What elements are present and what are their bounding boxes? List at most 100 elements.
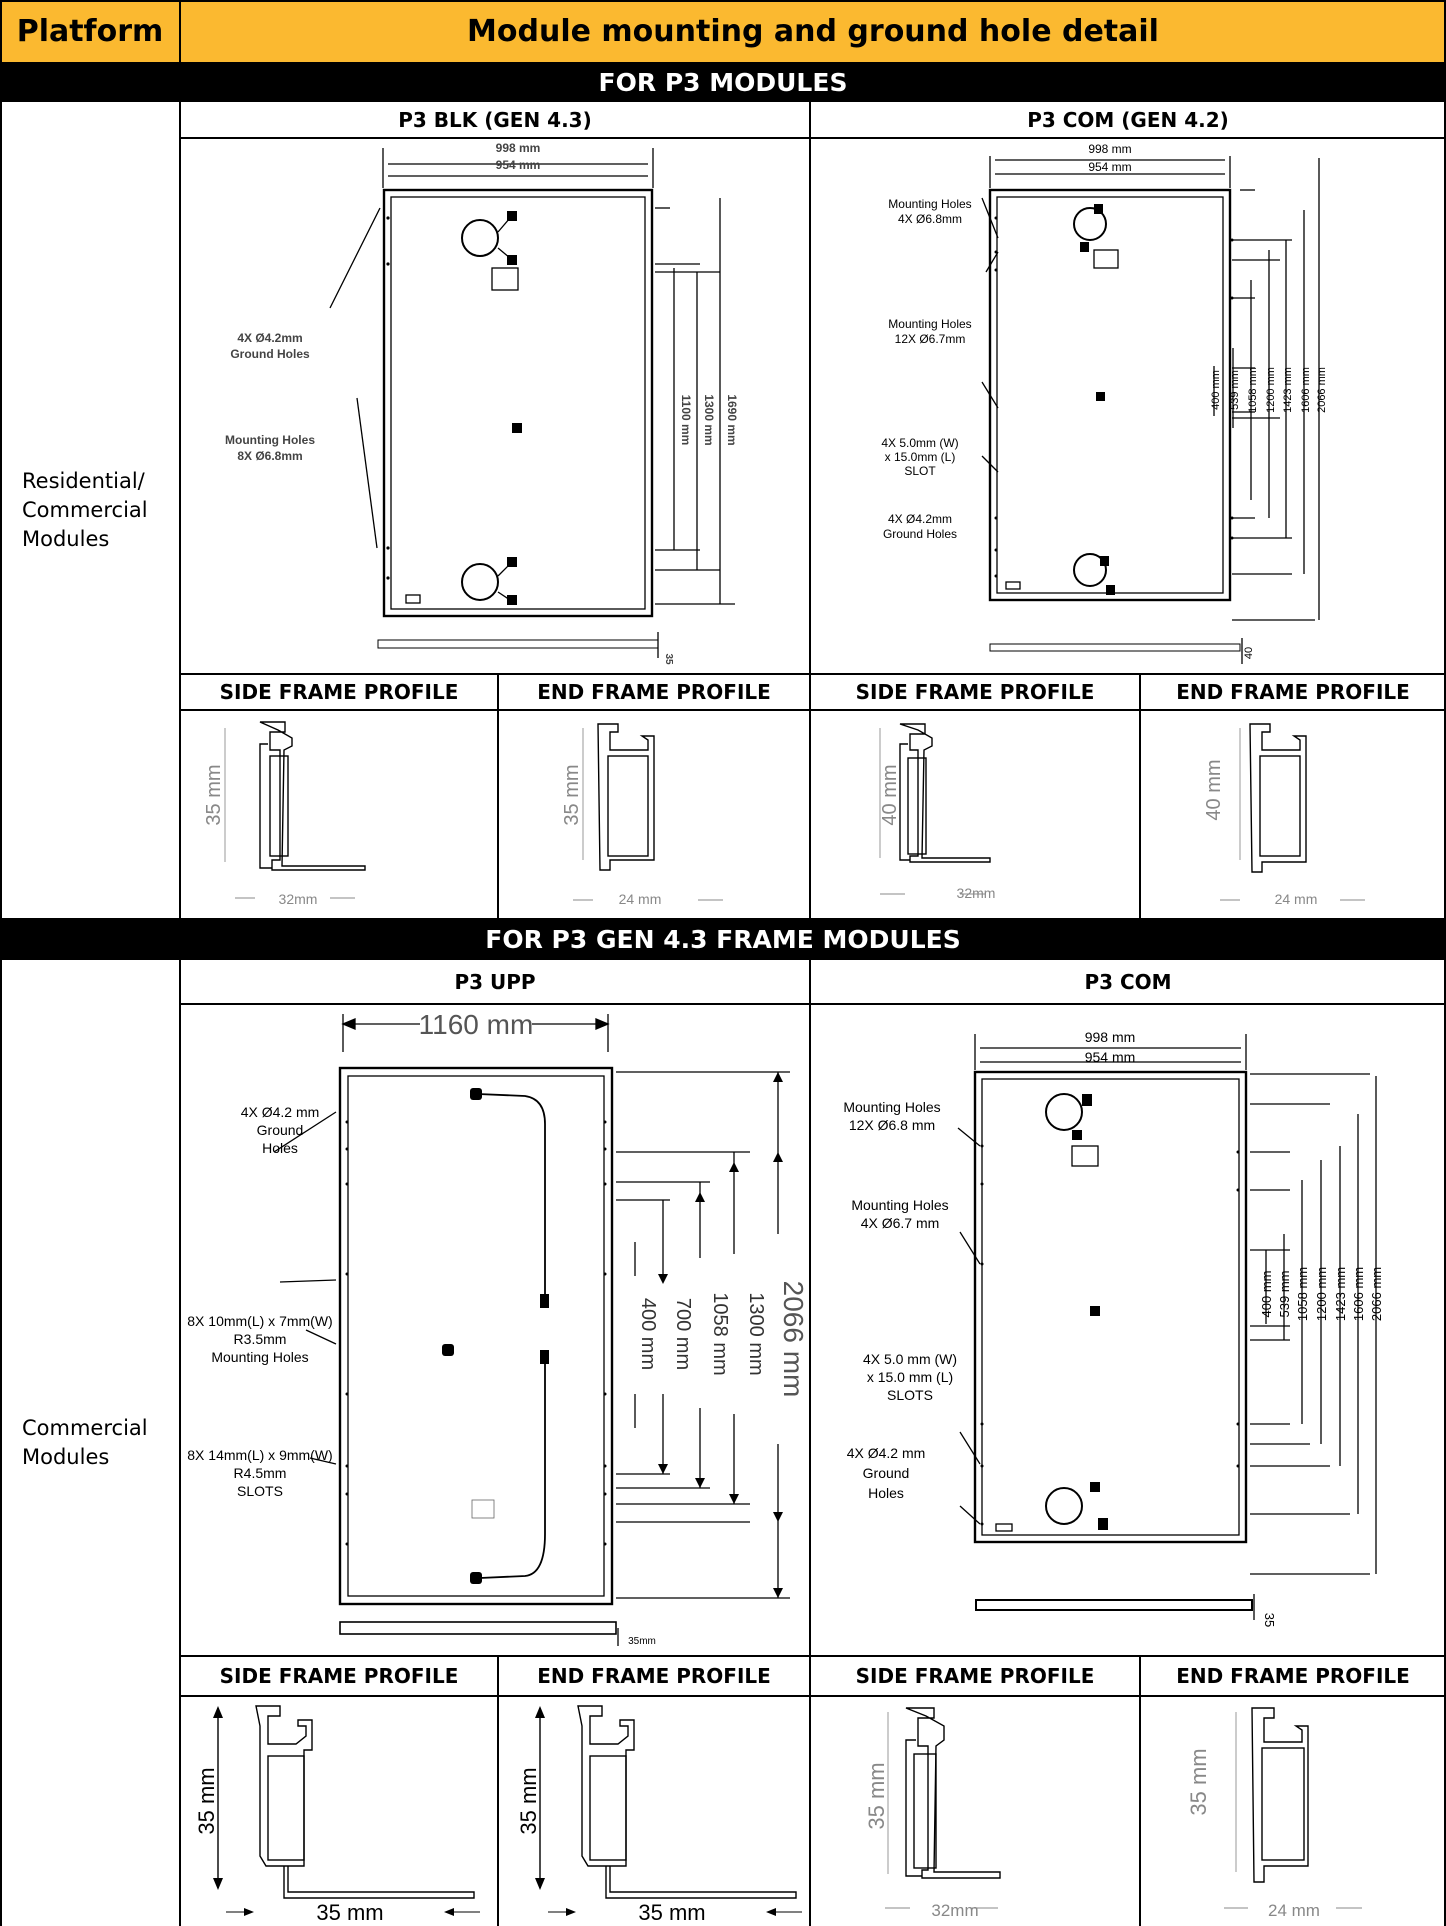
svg-text:32mm: 32mm (957, 885, 996, 901)
svg-text:35 mm: 35 mm (864, 1762, 889, 1829)
svg-text:35 mm: 35 mm (1186, 1748, 1211, 1815)
s1-right-drawing: 998 mm 954 mm Mounting Holes 4X Ø6.8mm M… (881, 142, 1328, 664)
svg-text:400 mm: 400 mm (1259, 1271, 1274, 1318)
svg-text:Mounting Holes: Mounting Holes (888, 317, 971, 331)
s2r-width-inner: 954 mm (1085, 1049, 1136, 1065)
page-title: Module mounting and ground hole detail (180, 0, 1446, 62)
svg-text:x 15.0mm (L): x 15.0mm (L) (885, 450, 956, 464)
s1-profile-2: 35 mm 24 mm (561, 723, 723, 907)
svg-text:4X Ø4.2mm: 4X Ø4.2mm (888, 512, 952, 526)
svg-text:35: 35 (1262, 1613, 1277, 1627)
svg-text:Holes: Holes (868, 1485, 904, 1501)
svg-text:SLOTS: SLOTS (887, 1387, 933, 1403)
s2l-width: 1160 mm (419, 1009, 534, 1040)
svg-text:539 mm: 539 mm (1229, 370, 1241, 410)
svg-text:700 mm: 700 mm (672, 1298, 694, 1370)
svg-text:12X Ø6.7mm: 12X Ø6.7mm (895, 332, 966, 346)
svg-text:4X Ø6.7 mm: 4X Ø6.7 mm (861, 1215, 940, 1231)
svg-text:35 mm: 35 mm (561, 764, 583, 825)
s1-profile-4: 40 mm 24 mm (1203, 723, 1365, 907)
svg-text:35 mm: 35 mm (638, 1900, 705, 1925)
svg-text:12X Ø6.8 mm: 12X Ø6.8 mm (849, 1117, 935, 1133)
svg-text:1058 mm: 1058 mm (1295, 1267, 1310, 1321)
svg-text:4X Ø4.2 mm: 4X Ø4.2 mm (847, 1445, 926, 1461)
svg-text:2066 mm: 2066 mm (1369, 1267, 1384, 1321)
svg-text:35 mm: 35 mm (516, 1767, 541, 1834)
s2-profile-4: 35 mm 24 mm (1186, 1707, 1362, 1920)
s1-profile-label-2: END FRAME PROFILE (537, 680, 771, 704)
s2-right-drawing: 998 mm 954 mm Mounting Holes 12X Ø6.8 mm… (843, 1029, 1384, 1627)
svg-text:Ground Holes: Ground Holes (883, 527, 957, 541)
svg-text:1300 mm: 1300 mm (745, 1292, 767, 1375)
svg-text:1100 mm: 1100 mm (679, 395, 693, 446)
s1-profile-3: 40 mm 32mm (879, 723, 996, 901)
s2-profile-label-2: END FRAME PROFILE (537, 1664, 771, 1688)
svg-text:4X 5.0mm (W): 4X 5.0mm (W) (881, 436, 958, 450)
section1-banner: FOR P3 MODULES (0, 62, 1446, 102)
svg-text:1606 mm: 1606 mm (1351, 1267, 1366, 1321)
svg-text:SLOTS: SLOTS (237, 1483, 283, 1499)
svg-text:35mm: 35mm (628, 1636, 656, 1647)
svg-text:35 mm: 35 mm (316, 1900, 383, 1925)
s1r-width-inner: 954 mm (1088, 160, 1131, 174)
svg-text:Ground Holes: Ground Holes (230, 347, 310, 361)
svg-text:8X 14mm(L) x 9mm(W): 8X 14mm(L) x 9mm(W) (187, 1447, 332, 1463)
svg-text:Holes: Holes (262, 1140, 298, 1156)
s1-profile-label-3: SIDE FRAME PROFILE (855, 680, 1095, 704)
svg-text:1058 mm: 1058 mm (1247, 367, 1259, 413)
svg-text:Ground: Ground (863, 1465, 910, 1481)
svg-text:1058 mm: 1058 mm (709, 1292, 731, 1375)
s2-right-title: P3 COM (1084, 970, 1172, 994)
svg-text:2066 mm: 2066 mm (1316, 367, 1328, 413)
s1-left-drawing: 998 mm 954 mm 4X Ø4.2mm Ground Holes Mou… (225, 141, 739, 665)
s1l-width-outer: 998 mm (496, 141, 541, 155)
section2-banner: FOR P3 GEN 4.3 FRAME MODULES (0, 918, 1446, 960)
svg-text:40 mm: 40 mm (1203, 759, 1225, 820)
s2-profile-label-3: SIDE FRAME PROFILE (855, 1664, 1095, 1688)
svg-text:539 mm: 539 mm (1277, 1271, 1292, 1318)
s2-left-title: P3 UPP (454, 970, 536, 994)
s2-left-drawing: 1160 mm 4X Ø4.2 mm Ground Holes 8X 10mm(… (187, 1009, 809, 1647)
s2-profile-3: 35 mm 32mm (864, 1707, 1001, 1920)
svg-text:Mounting Holes: Mounting Holes (843, 1099, 940, 1115)
svg-text:32mm: 32mm (931, 1901, 978, 1920)
s2-profile-2: 35 mm 35 mm (516, 1705, 802, 1925)
svg-text:35 mm: 35 mm (203, 764, 225, 825)
svg-text:24 mm: 24 mm (1275, 891, 1318, 907)
svg-text:35 mm: 35 mm (194, 1767, 219, 1834)
svg-text:400 mm: 400 mm (637, 1298, 659, 1370)
svg-text:40: 40 (1243, 647, 1255, 659)
svg-text:Mounting Holes: Mounting Holes (211, 1349, 308, 1365)
svg-text:1423 mm: 1423 mm (1333, 1267, 1348, 1321)
svg-text:8X Ø6.8mm: 8X Ø6.8mm (237, 449, 302, 463)
s1-profile-label-1: SIDE FRAME PROFILE (219, 680, 459, 704)
svg-text:4X 5.0 mm (W): 4X 5.0 mm (W) (863, 1351, 957, 1367)
s2-profile-label-4: END FRAME PROFILE (1176, 1664, 1410, 1688)
svg-text:1606 mm: 1606 mm (1300, 367, 1312, 413)
svg-text:Mounting Holes: Mounting Holes (851, 1197, 948, 1213)
svg-text:32mm: 32mm (279, 891, 318, 907)
svg-text:1200 mm: 1200 mm (1265, 367, 1277, 413)
s1-profile-1: 35 mm 32mm (203, 721, 366, 907)
svg-text:40 mm: 40 mm (879, 764, 901, 825)
svg-text:8X 10mm(L) x 7mm(W): 8X 10mm(L) x 7mm(W) (187, 1313, 332, 1329)
svg-text:1690 mm: 1690 mm (725, 394, 739, 445)
svg-text:2066 mm: 2066 mm (778, 1281, 809, 1398)
s2r-width-outer: 998 mm (1085, 1029, 1136, 1045)
svg-text:Mounting Holes: Mounting Holes (225, 433, 315, 447)
svg-text:24 mm: 24 mm (1268, 1901, 1320, 1920)
section1-platform: Residential/ Commercial Modules (22, 468, 148, 551)
platform-header: Platform (0, 0, 180, 62)
svg-text:4X Ø6.8mm: 4X Ø6.8mm (898, 212, 962, 226)
svg-text:x 15.0 mm (L): x 15.0 mm (L) (867, 1369, 953, 1385)
section2-platform: Commercial Modules (22, 1416, 148, 1469)
s1-left-title: P3 BLK (GEN 4.3) (398, 108, 592, 132)
s1r-width-outer: 998 mm (1088, 142, 1131, 156)
svg-text:R3.5mm: R3.5mm (234, 1331, 287, 1347)
s1-right-title: P3 COM (GEN 4.2) (1027, 108, 1229, 132)
s2-profile-1: 35 mm 35 mm (194, 1705, 480, 1925)
svg-text:24 mm: 24 mm (619, 891, 662, 907)
s1-profile-label-4: END FRAME PROFILE (1176, 680, 1410, 704)
svg-text:1423 mm: 1423 mm (1282, 367, 1294, 413)
